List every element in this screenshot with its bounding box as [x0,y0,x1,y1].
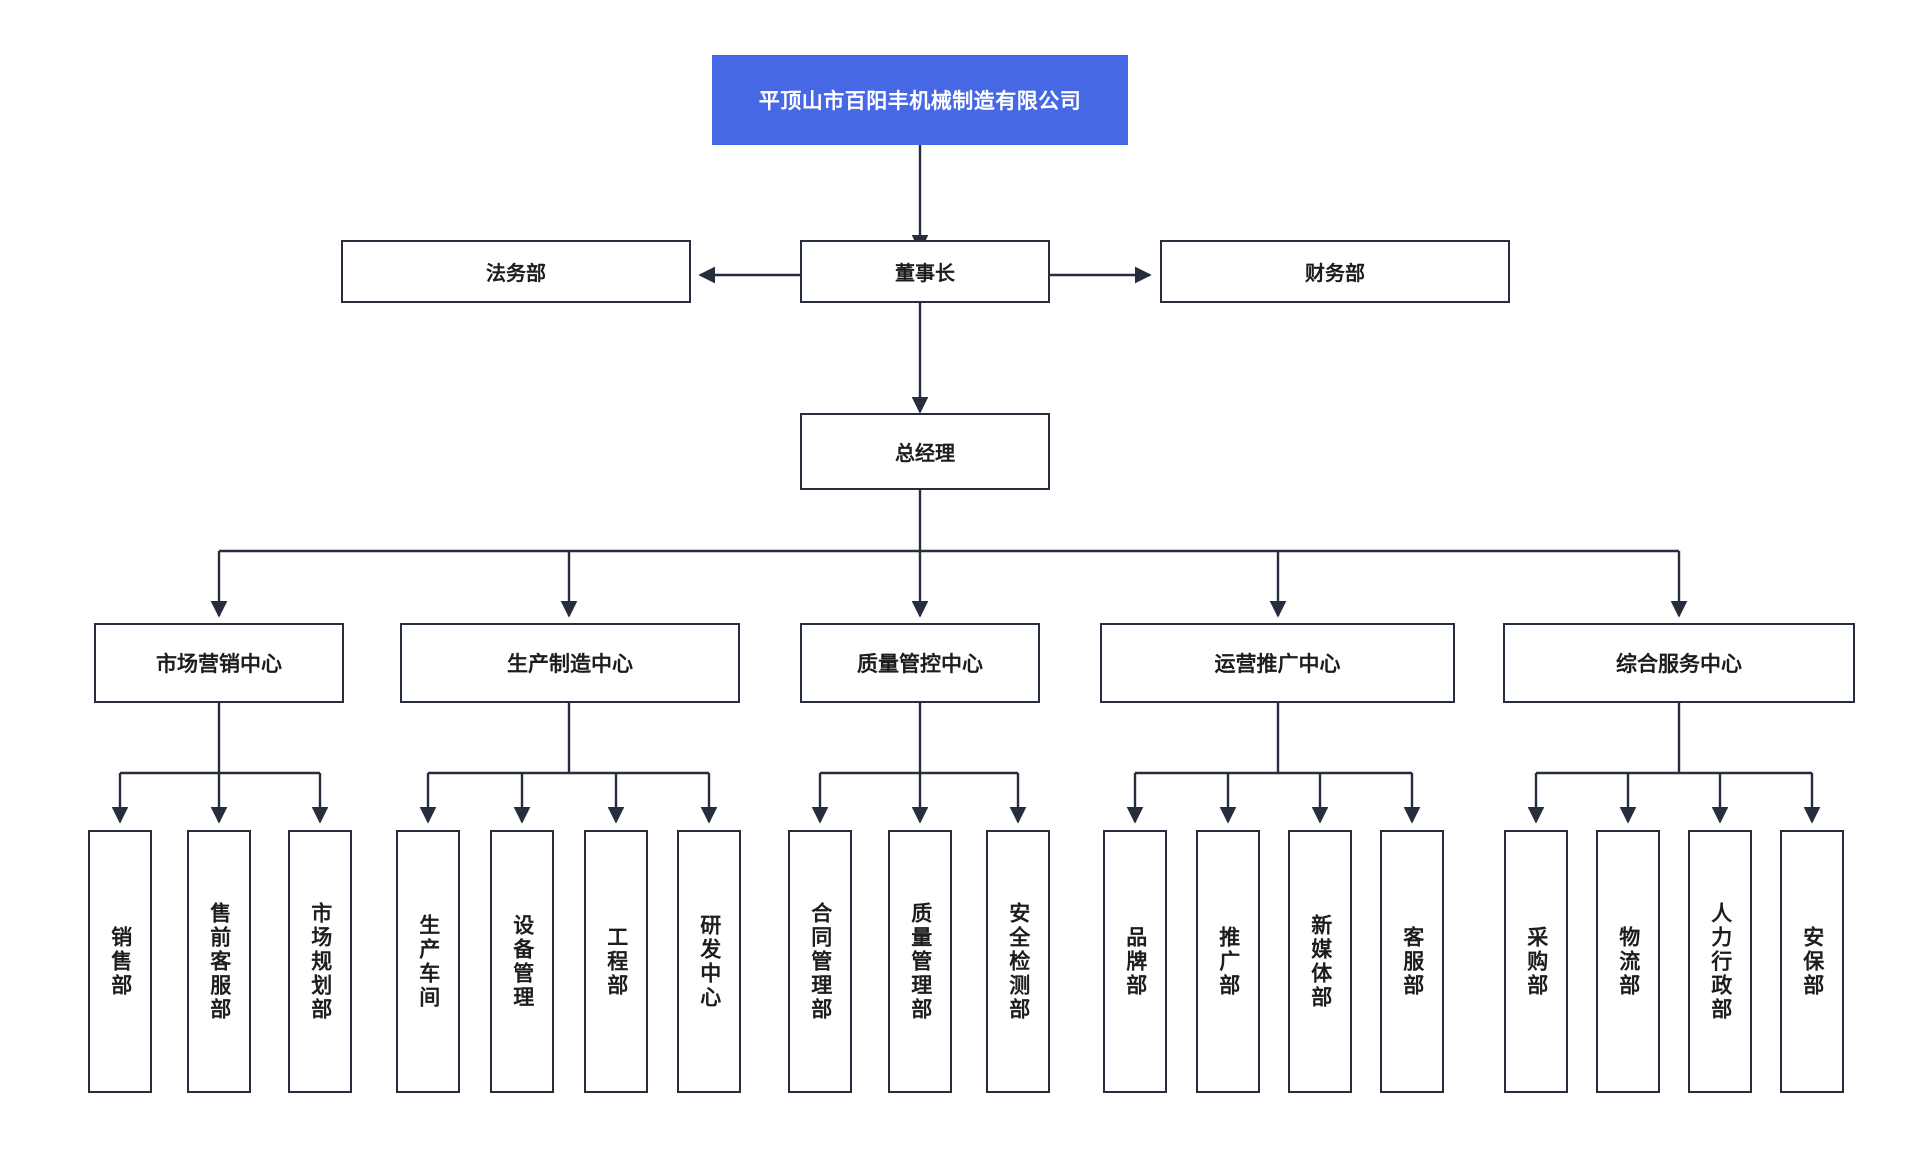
node-label: 质量管控中心 [857,653,983,676]
node-dept-presales-service[interactable]: 售前客服部 [187,830,251,1093]
node-dept-promotion[interactable]: 推广部 [1196,830,1260,1093]
node-center-marketing[interactable]: 市场营销中心 [94,623,344,703]
node-dept-new-media[interactable]: 新媒体部 [1288,830,1352,1093]
node-label: 总经理 [895,443,955,465]
node-dept-production-workshop[interactable]: 生产车间 [396,830,460,1093]
node-dept-hr-administration[interactable]: 人力行政部 [1688,830,1752,1093]
node-center-manufacturing[interactable]: 生产制造中心 [400,623,740,703]
node-general-manager[interactable]: 总经理 [800,413,1050,490]
node-label: 生产车间 [416,913,440,1010]
node-company-root[interactable]: 平顶山市百阳丰机械制造有限公司 [712,55,1128,145]
node-label: 综合服务中心 [1616,653,1742,676]
node-dept-quality-management[interactable]: 质量管理部 [888,830,952,1093]
node-dept-rnd-center[interactable]: 研发中心 [677,830,741,1093]
node-label: 生产制造中心 [507,653,633,676]
node-label: 设备管理 [510,913,534,1010]
node-label: 法务部 [486,263,546,285]
node-label: 推广部 [1216,925,1240,998]
node-dept-market-planning[interactable]: 市场规划部 [288,830,352,1093]
node-dept-brand[interactable]: 品牌部 [1103,830,1167,1093]
node-label: 工程部 [604,925,628,998]
node-label: 财务部 [1305,263,1365,285]
node-label: 市场营销中心 [156,653,282,676]
node-label: 销售部 [108,925,132,998]
node-dept-procurement[interactable]: 采购部 [1504,830,1568,1093]
node-label: 采购部 [1524,925,1548,998]
node-label: 物流部 [1616,925,1640,998]
node-dept-customer-service[interactable]: 客服部 [1380,830,1444,1093]
node-finance-department[interactable]: 财务部 [1160,240,1510,303]
node-label: 安保部 [1800,925,1824,998]
node-label: 平顶山市百阳丰机械制造有限公司 [758,90,1082,113]
node-label: 市场规划部 [308,901,332,1022]
node-dept-safety-inspection[interactable]: 安全检测部 [986,830,1050,1093]
node-label: 客服部 [1400,925,1424,998]
node-center-operations[interactable]: 运营推广中心 [1100,623,1455,703]
node-label: 合同管理部 [808,901,832,1022]
node-label: 运营推广中心 [1214,653,1341,676]
node-label: 品牌部 [1123,925,1147,998]
node-label: 人力行政部 [1708,901,1732,1022]
node-label: 新媒体部 [1308,913,1332,1010]
node-label: 安全检测部 [1006,901,1030,1022]
node-dept-equipment-management[interactable]: 设备管理 [490,830,554,1093]
node-dept-security[interactable]: 安保部 [1780,830,1844,1093]
node-center-general-services[interactable]: 综合服务中心 [1503,623,1855,703]
node-dept-contract-management[interactable]: 合同管理部 [788,830,852,1093]
node-center-quality[interactable]: 质量管控中心 [800,623,1040,703]
node-dept-engineering[interactable]: 工程部 [584,830,648,1093]
node-dept-sales[interactable]: 销售部 [88,830,152,1093]
node-label: 研发中心 [697,913,721,1010]
node-chairman[interactable]: 董事长 [800,240,1050,303]
node-label: 售前客服部 [207,901,231,1022]
node-label: 质量管理部 [908,901,932,1022]
node-legal-department[interactable]: 法务部 [341,240,691,303]
node-dept-logistics[interactable]: 物流部 [1596,830,1660,1093]
node-label: 董事长 [895,263,955,285]
